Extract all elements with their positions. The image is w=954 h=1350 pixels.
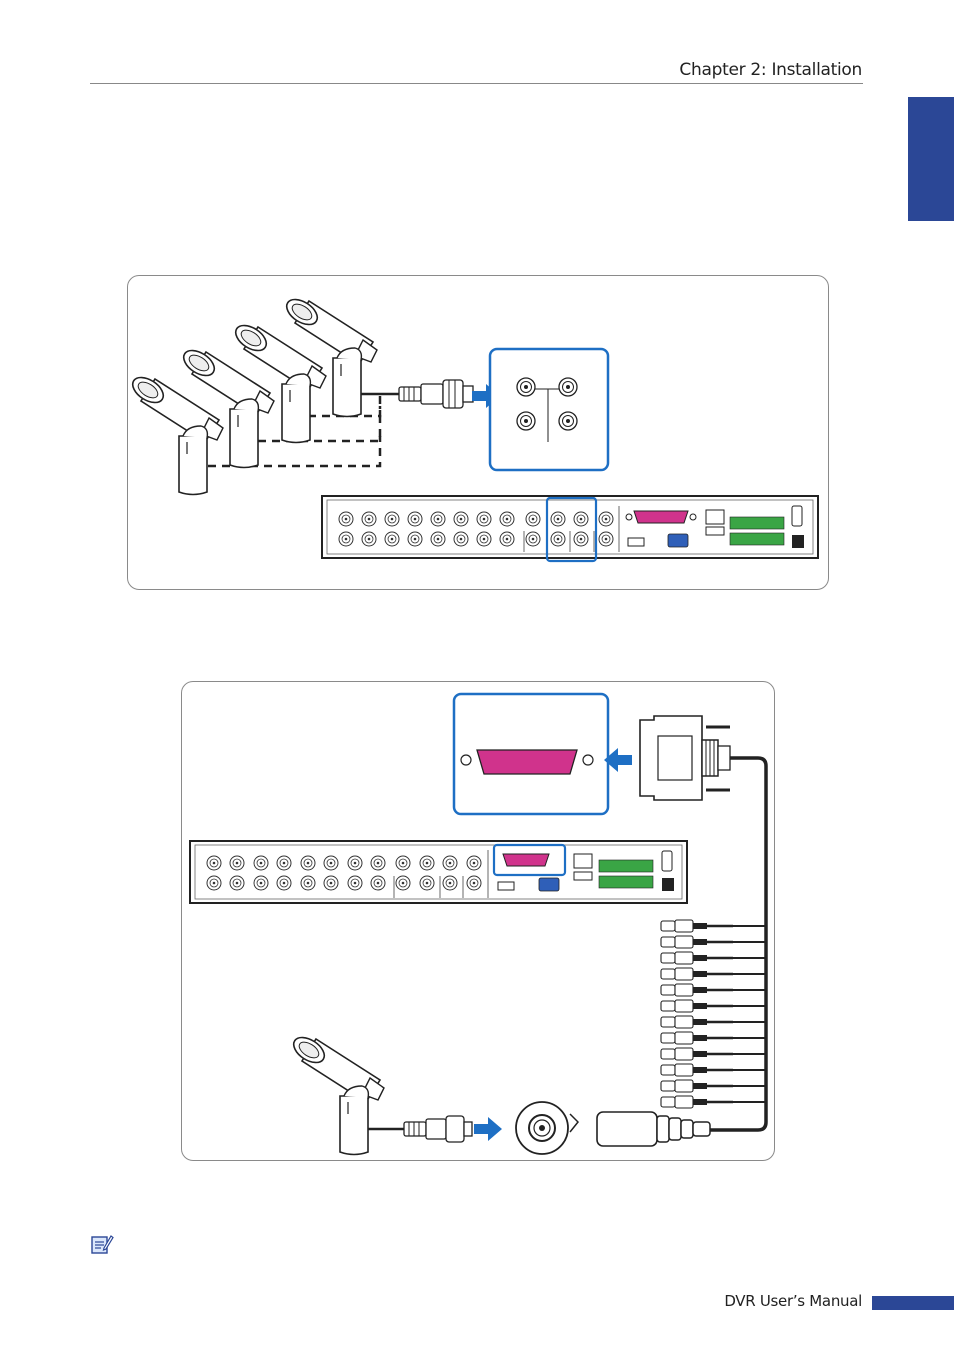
bnc-plug-icon <box>399 380 473 408</box>
header-rule <box>90 83 863 84</box>
bnc-socket-icon <box>516 1102 578 1154</box>
chapter-side-tab <box>908 97 954 221</box>
figure-camera-bnc-connection <box>127 275 829 590</box>
camera-icon <box>128 372 223 494</box>
db25-port-zoom <box>454 694 608 814</box>
arrow-icon <box>474 1117 502 1141</box>
camera-icon <box>289 1032 384 1154</box>
bnc-plug-icon <box>404 1116 472 1142</box>
figure-db25-breakout-connection <box>181 681 775 1161</box>
db25-breakout-diagram <box>182 682 774 1160</box>
dvr-rear-panel-icon <box>190 841 687 903</box>
bnc-adapter-plug-icon <box>597 1112 710 1146</box>
rca-plug-bundle <box>661 920 766 1108</box>
chapter-title: Chapter 2: Installation <box>679 60 862 80</box>
manual-title: DVR User’s Manual <box>724 1292 862 1310</box>
dvr-rear-panel-icon <box>322 496 818 561</box>
db25-port-icon <box>477 750 577 774</box>
breakout-cable-icon <box>710 758 766 1130</box>
footer-page-bar <box>872 1296 954 1310</box>
note-icon <box>90 1233 114 1255</box>
d-sub-plug-icon <box>640 716 730 800</box>
camera-bnc-diagram <box>128 276 828 589</box>
bnc-port-zoom <box>490 349 608 470</box>
